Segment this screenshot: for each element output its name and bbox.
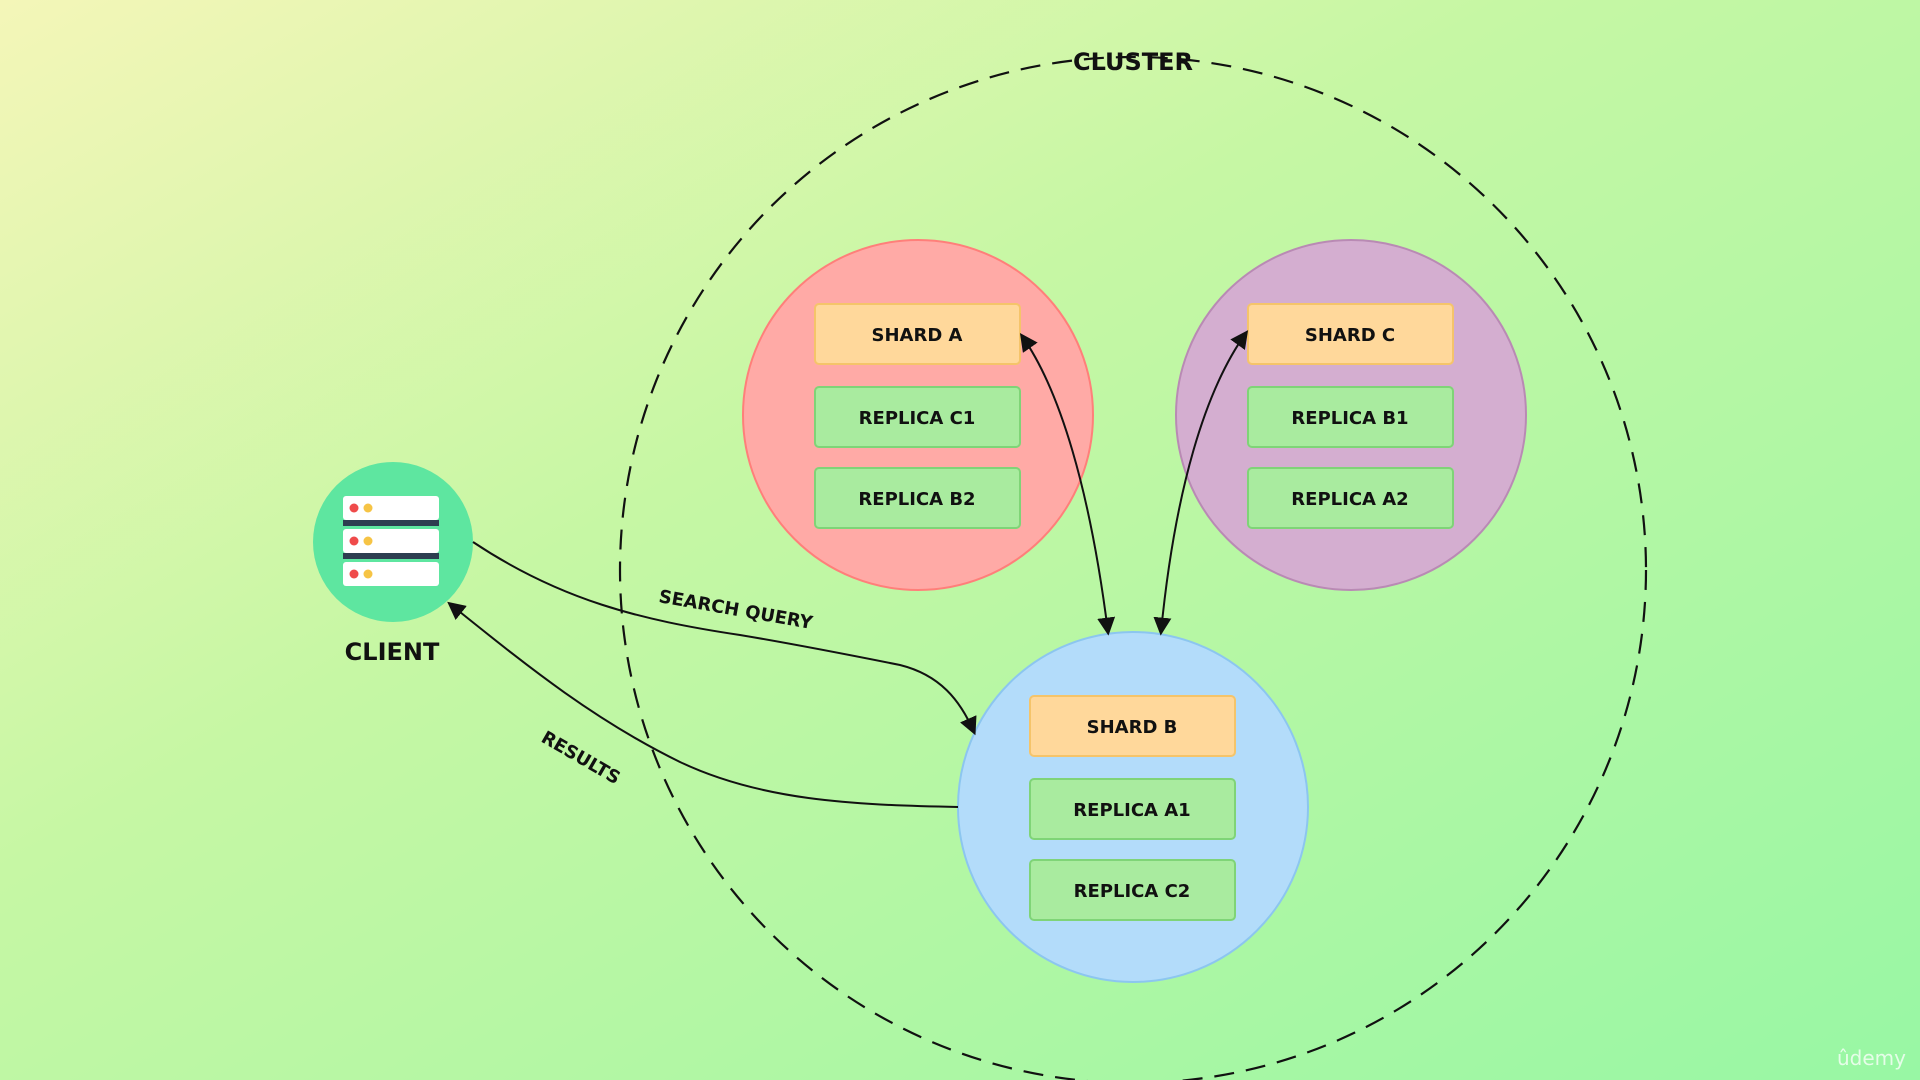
node-b-replica-a1-label: REPLICA A1 — [1073, 800, 1190, 821]
search-query-label: SEARCH QUERY — [657, 586, 815, 634]
client: CLIENT — [313, 462, 473, 666]
node-b-replica-a1-box — [1029, 778, 1236, 840]
shard-c-to-node-b-arrow — [1153, 330, 1249, 636]
node-a: SHARD A REPLICA C1 REPLICA B2 — [742, 239, 1094, 591]
node-b: SHARD B REPLICA A1 REPLICA C2 — [957, 631, 1309, 983]
node-c: SHARD C REPLICA B1 REPLICA A2 — [1175, 239, 1527, 591]
node-c-replica-a2-label: REPLICA A2 — [1291, 489, 1408, 510]
server-icon — [343, 496, 439, 586]
client-label: CLIENT — [345, 638, 440, 666]
node-b-replica-c2-label: REPLICA C2 — [1074, 881, 1191, 902]
node-a-shard-a-label: SHARD A — [872, 325, 963, 346]
results-arrow — [447, 601, 959, 808]
node-b-replica-c2-box — [1029, 859, 1236, 921]
node-b-shard-b-label: SHARD B — [1087, 717, 1178, 738]
node-c-replica-b1-label: REPLICA B1 — [1291, 408, 1408, 429]
node-a-replica-b2-label: REPLICA B2 — [858, 489, 975, 510]
udemy-watermark: ûdemy — [1837, 1046, 1906, 1070]
search-query-arrow — [472, 541, 977, 736]
cluster-label: CLUSTER — [1073, 48, 1193, 76]
results-label: RESULTS — [538, 727, 624, 789]
cluster-boundary — [619, 56, 1647, 1080]
node-c-shard-c-label: SHARD C — [1305, 325, 1395, 346]
node-b-shard-b-box — [1029, 695, 1236, 757]
shard-a-to-node-b-arrow — [1019, 333, 1116, 636]
node-a-replica-c1-label: REPLICA C1 — [859, 408, 976, 429]
